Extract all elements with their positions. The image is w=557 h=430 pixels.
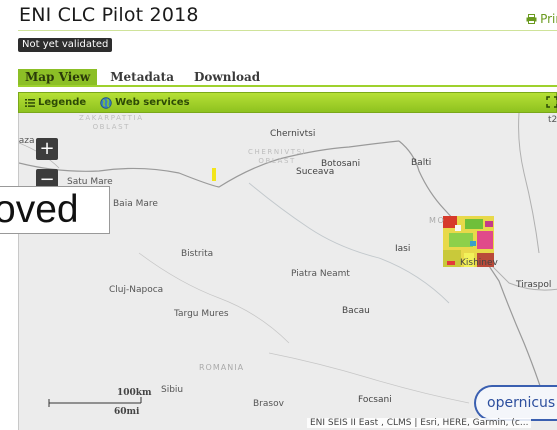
title-divider <box>18 30 557 31</box>
printer-icon <box>526 14 537 24</box>
tab-map-view[interactable]: Map View <box>18 69 98 85</box>
webservices-button[interactable]: Web services <box>100 96 190 109</box>
map-label-corner: t2 <box>548 115 557 125</box>
status-badge: Not yet validated <box>18 38 113 52</box>
tab-bar: Map View Metadata Download <box>18 69 273 85</box>
webservices-label: Web services <box>115 97 190 108</box>
raster-tile <box>443 216 494 267</box>
globe-icon <box>100 96 112 109</box>
tab-download[interactable]: Download <box>193 70 261 84</box>
map-label-botosani: Botosani <box>321 159 361 169</box>
map-label-chernivtsi: Chernivtsi <box>270 129 316 139</box>
map-label-iasi: Iasi <box>395 244 411 254</box>
map-label-moldova: MO <box>429 216 446 225</box>
legend-label: Legende <box>38 97 87 108</box>
map-label-piatra-neamt: Piatra Neamt <box>291 269 350 279</box>
zoom-out-button[interactable]: − <box>36 169 58 191</box>
map-label-satu-mare: Satu Mare <box>67 177 113 187</box>
list-icon <box>25 98 35 107</box>
tab-divider <box>18 85 557 87</box>
map-basemap <box>19 113 557 414</box>
map-attribution: ENI SEIS II East , CLMS | Esri, HERE, Ga… <box>307 418 532 428</box>
scale-km-label: 100km <box>117 388 152 398</box>
overlay-text: oved <box>0 188 79 231</box>
map-label-baia-mare: Baia Mare <box>113 199 158 209</box>
map-label-kishinev: Kishinev <box>460 258 498 268</box>
map-label-cluj-napoca: Cluj-Napoca <box>109 285 164 295</box>
copernicus-logo-text: opernicus <box>487 395 556 411</box>
scale-mi-label: 60mi <box>114 407 140 417</box>
fullscreen-icon[interactable] <box>546 96 557 108</box>
print-label: Prin <box>540 12 557 26</box>
map-label-sibiu: Sibiu <box>161 385 184 395</box>
overlay-banner <box>0 186 110 234</box>
map-label-balti: Balti <box>411 158 432 168</box>
map-label-naza: naza <box>18 136 35 146</box>
map-label-bacau: Bacau <box>342 306 370 316</box>
map-label-suceava: Suceava <box>296 167 335 177</box>
tab-metadata[interactable]: Metadata <box>110 70 174 84</box>
map-marker <box>212 168 216 181</box>
map-label-brasov: Brasov <box>253 399 284 409</box>
map-label-romania: ROMANIA <box>199 363 245 372</box>
page-title: ENI CLC Pilot 2018 <box>19 4 199 26</box>
print-link[interactable]: Prin <box>526 12 557 26</box>
map-label-focsani: Focsani <box>358 395 392 405</box>
zoom-in-button[interactable]: + <box>36 138 58 160</box>
map-label-bistrita: Bistrita <box>181 249 214 259</box>
map-label-targu-mures: Targu Mures <box>174 309 229 319</box>
map-toolbar: Legende Web services <box>18 92 557 113</box>
map-label-tiraspol: Tiraspol <box>516 280 552 290</box>
legend-button[interactable]: Legende <box>25 97 86 108</box>
